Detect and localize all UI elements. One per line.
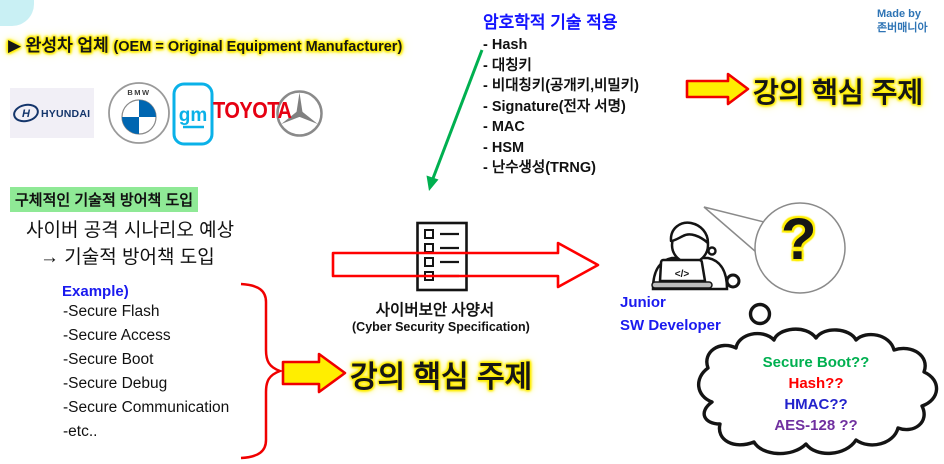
- crypto-item: - MAC: [483, 119, 525, 135]
- scenario-line2: → 기술적 방어책 도입: [40, 247, 215, 268]
- bmw-logo-text: BMW: [127, 88, 150, 97]
- crypto-item: - HSM: [483, 139, 525, 156]
- secure-item: -Secure Debug: [63, 375, 168, 392]
- thought-cloud: [697, 327, 939, 456]
- laptop-screen: [658, 258, 707, 283]
- cloud-item: HMAC??: [784, 396, 848, 413]
- secure-item: -Secure Flash: [63, 303, 160, 320]
- gm-logo-text: gm: [179, 105, 208, 126]
- hyundai-logo: H HYUNDAI: [10, 88, 94, 138]
- made-by-line1: Made by: [877, 8, 922, 20]
- spec-title: 사이버보안 사양서: [375, 302, 495, 319]
- crypto-item: - 난수생성(TRNG): [483, 160, 596, 176]
- toyota-logo: TOYOTA: [213, 98, 292, 124]
- thought-dot-medium: [725, 273, 741, 289]
- secure-item: -etc..: [63, 423, 98, 440]
- attack-scenario-text: 사이버 공격 시나리오 예상 → 기술적 방어책 도입: [26, 217, 234, 271]
- bmw-quadrant-ne: [139, 100, 156, 117]
- junior-line1: Junior: [620, 294, 666, 311]
- spec-document-labels: 사이버보안 사양서 (Cyber Security Specification): [352, 298, 530, 334]
- bmw-quadrant-sw: [122, 117, 139, 134]
- hyundai-mark: H: [22, 108, 31, 120]
- crypto-list: - Hash - 대칭키 - 비대칭키(공개키,비밀키) - Signature…: [483, 35, 639, 179]
- oem-title-korean: ▶ 완성차 업체: [8, 36, 114, 55]
- thought-dot-large: [748, 302, 772, 326]
- made-by-credit: Made by 존버매니아: [877, 7, 928, 35]
- laptop-code-glyph: </>: [675, 269, 690, 280]
- defense-section-title: 구체적인 기술적 방어책 도입: [10, 187, 199, 212]
- question-bubble: [703, 202, 846, 294]
- made-by-line2: 존버매니아: [877, 22, 928, 34]
- oem-title-english: (OEM = Original Equipment Manufacturer): [113, 39, 403, 55]
- example-label: Example): [62, 283, 129, 300]
- mercedes-logo: [276, 90, 323, 137]
- spec-document-icon: [416, 221, 468, 292]
- laptop-base: [651, 281, 713, 289]
- junior-line2: SW Developer: [620, 317, 721, 334]
- scenario-line1: 사이버 공격 시나리오 예상: [26, 220, 235, 241]
- secure-item: -Secure Access: [63, 327, 171, 344]
- red-brace: [240, 282, 284, 460]
- cloud-question-list: Secure Boot?? Hash?? HMAC?? AES-128 ??: [706, 352, 926, 436]
- secure-item: -Secure Boot: [63, 351, 154, 368]
- crypto-item: - 대칭키: [483, 57, 532, 74]
- crypto-section-title: 암호학적 기술 적용: [483, 13, 618, 32]
- cloud-item: Secure Boot??: [762, 354, 870, 371]
- green-arrow: [426, 49, 484, 191]
- red-flow-arrow: [331, 241, 600, 289]
- gm-logo: gm: [172, 82, 214, 146]
- junior-developer-label: Junior SW Developer: [620, 291, 721, 337]
- key-topic-bottom-arrow: [281, 352, 347, 394]
- cloud-item: AES-128 ??: [774, 417, 858, 434]
- cloud-item: Hash??: [788, 375, 844, 392]
- crypto-item: - Signature(전자 서명): [483, 98, 626, 115]
- crypto-item: - Hash: [483, 37, 528, 53]
- key-topic-top-arrow: [685, 72, 750, 106]
- oem-section-title: ▶ 완성차 업체 (OEM = Original Equipment Manuf…: [8, 31, 402, 56]
- hyundai-logo-text: HYUNDAI: [41, 108, 90, 120]
- developer-icon: </>: [651, 221, 729, 291]
- thought-dot-small: [707, 246, 717, 256]
- question-mark: ?: [781, 207, 817, 272]
- bmw-logo: BMW: [108, 82, 170, 144]
- secure-item: -Secure Communication: [63, 399, 230, 416]
- secure-measures-list: -Secure Flash -Secure Access -Secure Boo…: [63, 300, 229, 444]
- crypto-item: - 비대칭키(공개키,비밀키): [483, 78, 639, 94]
- key-topic-top-label: 강의 핵심 주제: [753, 77, 924, 108]
- key-topic-bottom-label: 강의 핵심 주제: [350, 361, 533, 394]
- spec-subtitle: (Cyber Security Specification): [352, 320, 530, 334]
